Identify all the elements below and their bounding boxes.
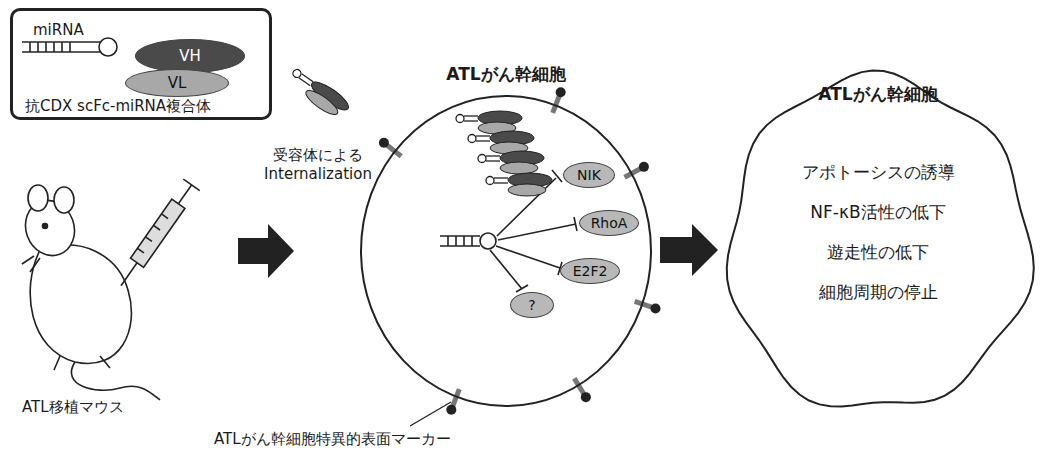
node-body-text: 遊走性の低下: [827, 242, 929, 262]
node-body-text: NF-κB活性の低下: [810, 202, 945, 222]
target-protein: RhoA: [579, 210, 639, 236]
node-text: ?: [528, 297, 535, 314]
node-body-text: 抗CDX scFc-miRNA複合体: [25, 97, 211, 115]
node-body-text: アポトーシスの誘導: [802, 162, 955, 182]
marker-label: ATLがん幹細胞特異的表面マーカー: [214, 430, 451, 449]
block-arrow: [660, 224, 718, 276]
target-protein: NIK: [563, 162, 615, 188]
vl-domain: VL: [125, 69, 229, 97]
node-text: VL: [168, 74, 187, 92]
cell-membrane: [358, 62, 654, 410]
process-label: 受容体による Internalization: [256, 146, 380, 184]
mouse-label: ATL移植マウス: [22, 398, 124, 417]
node-text: NIK: [577, 167, 601, 184]
target-protein: ?: [510, 292, 554, 318]
node-text: VH: [179, 47, 201, 65]
node-text: E2F2: [573, 263, 608, 280]
vh-domain: VH: [135, 39, 245, 73]
node-body-text: 細胞周期の停止: [819, 282, 938, 302]
legend-box: miRNA 抗CDX scFc-miRNA複合体 VH VL: [10, 8, 272, 120]
target-protein: E2F2: [560, 258, 620, 284]
node-text: ATLがん幹細胞: [446, 64, 565, 84]
cancer-stem-cell: ATLがん幹細胞 NIK RhoA E2F2?: [358, 62, 654, 410]
result-cell: ATLがん幹細胞アポトーシスの誘導 NF-κB活性の低下遊走性の低下細胞周期の停止: [722, 62, 1034, 414]
node-text: miRNA: [33, 21, 84, 39]
node-text: ATLがん幹細胞: [818, 84, 937, 104]
node-text: RhoA: [591, 215, 628, 232]
wavy-membrane: [722, 62, 1034, 414]
